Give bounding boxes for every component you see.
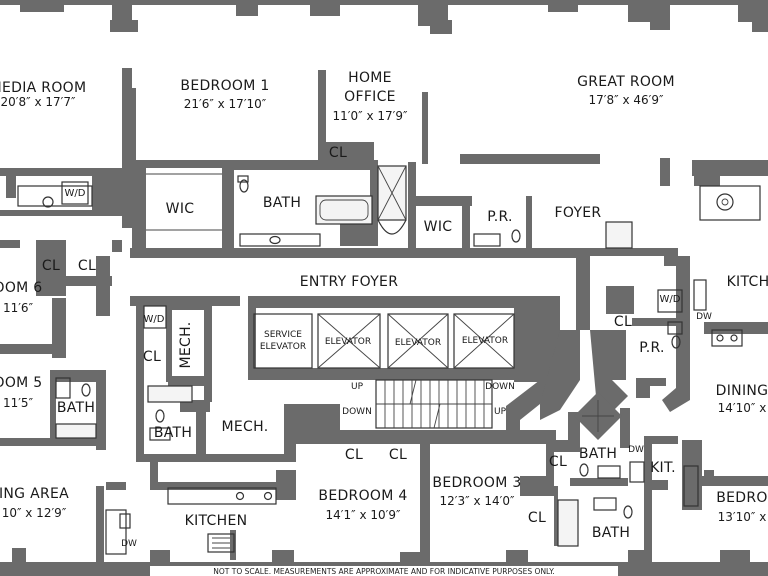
- room-dining-area-dim: 10″ x 12′9″: [2, 506, 67, 520]
- room-bedroom-1-name: BEDROOM 1: [180, 78, 269, 94]
- label-wd-right: W/D: [660, 294, 681, 305]
- room-great-room-dim: 17′8″ x 46′9″: [589, 93, 664, 107]
- label-kitchen-bottom: KITCHEN: [185, 513, 248, 529]
- room-media-room-name: MEDIA ROOM: [0, 80, 86, 96]
- room-bedroom-5-name: BEDRO: [716, 490, 767, 506]
- label-mech-2: MECH.: [222, 419, 269, 435]
- room-dining-dim: 14′10″ x: [718, 401, 767, 415]
- room-home-office-dim: 11′0″ x 17′9″: [333, 109, 408, 123]
- label-up-2: UP: [494, 407, 507, 417]
- room-bedroom-4-name: BEDROOM 4: [318, 488, 407, 504]
- room-dining-area-name: ING AREA: [0, 486, 69, 502]
- label-pr-1: P.R.: [487, 209, 513, 225]
- footer-note: NOT TO SCALE. MEASUREMENTS ARE APPROXIMA…: [213, 567, 554, 576]
- label-dw-b3: DW: [628, 445, 644, 455]
- room-media-room-dim: 20′8″ x 17′7″: [1, 95, 76, 109]
- space-labels: WIC BATH CL WIC P.R. FOYER ENTRY FOYER K…: [42, 145, 768, 549]
- label-bath-3b: BATH: [592, 525, 630, 541]
- elevators: [253, 313, 515, 369]
- room-bedroom-3-dim: 12′3″ x 14′0″: [440, 494, 515, 508]
- fixtures: [17, 165, 761, 555]
- label-wic-2: WIC: [424, 219, 453, 235]
- label-cl-mech: CL: [143, 349, 161, 365]
- label-cl-f: CL: [528, 510, 546, 526]
- label-foyer: FOYER: [555, 205, 602, 221]
- room-bedroom-3-name: BEDROOM 3: [432, 475, 521, 491]
- label-dw-bottom: DW: [121, 539, 137, 549]
- room-dining-name: DINING: [716, 383, 768, 399]
- label-elevator-1: ELEVATOR: [325, 337, 371, 347]
- label-pr-2: P.R.: [639, 340, 665, 356]
- room-home-office-name: HOME: [348, 70, 392, 86]
- label-cl-office: CL: [329, 145, 347, 161]
- label-wd-left: W/D: [65, 188, 86, 199]
- footer-note-bg: [150, 566, 618, 576]
- stairs: [375, 379, 493, 429]
- label-mech-1: MECH.: [178, 322, 194, 369]
- room-bedroom-1-dim: 21′6″ x 17′10″: [184, 97, 267, 111]
- label-cl-right: CL: [614, 314, 632, 330]
- label-bath-3a: BATH: [579, 446, 617, 462]
- label-bath-left: BATH: [57, 400, 95, 416]
- label-bath-mech: BATH: [154, 425, 192, 441]
- label-entry-foyer: ENTRY FOYER: [300, 274, 398, 290]
- room-bedroom-5-dim: 13′10″ x: [718, 510, 767, 524]
- label-elevator-2: ELEVATOR: [395, 338, 441, 348]
- label-down-1: DOWN: [485, 382, 515, 392]
- label-cl-e: CL: [549, 454, 567, 470]
- room-home-office-name-2: OFFICE: [344, 89, 396, 105]
- room-labels: MEDIA ROOM 20′8″ x 17′7″ BEDROOM 1 21′6″…: [0, 70, 768, 524]
- label-kit-small: KIT.: [650, 460, 676, 476]
- room-great-room-name: GREAT ROOM: [577, 74, 675, 90]
- room-bedroom-4-dim: 14′1″ x 10′9″: [326, 508, 401, 522]
- label-dw-right: DW: [696, 312, 712, 322]
- label-cl-d: CL: [389, 447, 407, 463]
- room-5-name: OOM 5: [0, 375, 42, 391]
- label-wic-1: WIC: [166, 201, 195, 217]
- label-wd-mech: W/D: [144, 314, 165, 325]
- room-6-name: OOM 6: [0, 280, 42, 296]
- room-6-dim: 11′6″: [3, 301, 34, 315]
- label-cl-c: CL: [345, 447, 363, 463]
- label-cl-b: CL: [78, 258, 96, 274]
- label-service-elevator-2: ELEVATOR: [260, 342, 306, 352]
- label-cl-a: CL: [42, 258, 60, 274]
- room-5-dim: 11′5″: [3, 396, 34, 410]
- label-up-1: UP: [351, 382, 364, 392]
- label-kitchen-right: KITCH: [727, 274, 768, 290]
- label-down-2: DOWN: [342, 407, 372, 417]
- label-service-elevator: SERVICE: [264, 330, 302, 340]
- label-elevator-3: ELEVATOR: [462, 336, 508, 346]
- label-bath-1: BATH: [263, 195, 301, 211]
